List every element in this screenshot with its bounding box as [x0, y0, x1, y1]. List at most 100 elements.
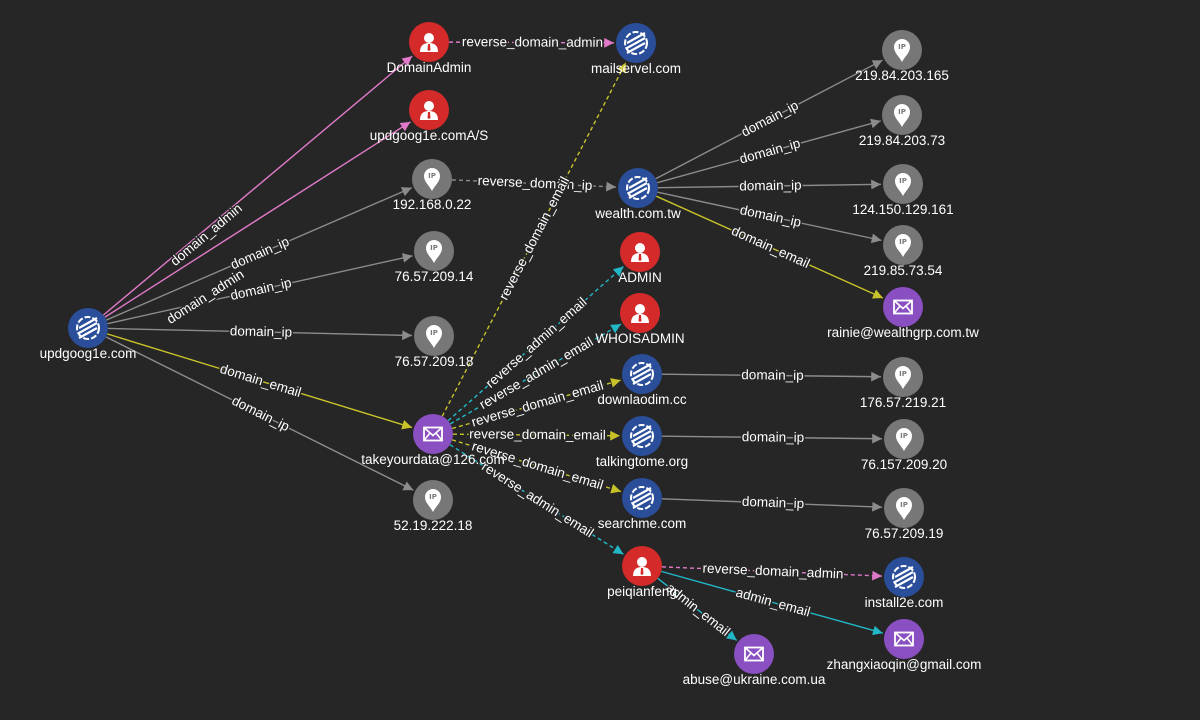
edge-domain-email[interactable]: [106, 333, 413, 430]
node-circle[interactable]: [413, 414, 453, 454]
edge-label: domain_ip: [739, 97, 801, 139]
node-ip[interactable]: IP 219.85.73.54: [864, 225, 943, 278]
edge-reverse-admin-email[interactable]: [449, 323, 622, 425]
envelope-icon: [894, 631, 914, 647]
node-label: updgoog1e.com: [40, 346, 137, 361]
envelope-icon: [744, 646, 764, 662]
node-label: zhangxiaoqin@gmail.com: [827, 657, 982, 672]
edge-label: reverse_domain_ip: [477, 173, 592, 193]
edge-label: domain_ip: [741, 367, 803, 383]
edge-domain-ip[interactable]: [106, 187, 413, 321]
node-domain[interactable]: mailservel.com: [591, 23, 681, 76]
node-person[interactable]: updgoog1e.comA/S: [370, 90, 489, 143]
edge-domain-ip[interactable]: [107, 253, 413, 325]
edge-reverse-domain-ip[interactable]: [451, 179, 617, 192]
node-person[interactable]: DomainAdmin: [387, 22, 472, 75]
node-domain[interactable]: talkingtome.org: [596, 416, 688, 469]
node-domain[interactable]: wealth.com.tw: [594, 168, 681, 221]
edge-admin-email[interactable]: [657, 577, 738, 641]
node-email[interactable]: zhangxiaoqin@gmail.com: [827, 619, 982, 672]
node-label: install2e.com: [865, 595, 944, 610]
edge-label: reverse_domain_admin: [462, 34, 603, 50]
edge-domain-ip[interactable]: [657, 118, 881, 184]
globe-icon: [892, 565, 916, 589]
edge-reverse-domain-admin[interactable]: [661, 566, 883, 581]
node-email[interactable]: abuse@ukraine.com.ua: [683, 634, 826, 687]
edge-reverse-domain-email[interactable]: [441, 62, 627, 417]
edge-domain-ip[interactable]: [661, 498, 883, 512]
edge-reverse-admin-email[interactable]: [449, 444, 624, 555]
node-circle[interactable]: [734, 634, 774, 674]
svg-text:IP: IP: [899, 370, 907, 378]
node-person[interactable]: peiqianfeng: [607, 546, 677, 599]
location-pin-icon: IP: [426, 325, 442, 348]
location-pin-icon: IP: [896, 428, 912, 451]
node-domain[interactable]: updgoog1e.com: [40, 308, 137, 361]
node-email[interactable]: takeyourdata@126.com: [361, 414, 505, 467]
location-pin-icon: IP: [424, 168, 440, 191]
edge-domain-email[interactable]: [655, 195, 884, 299]
location-pin-icon: IP: [896, 497, 912, 520]
node-email[interactable]: rainie@wealthgrp.com.tw: [827, 287, 979, 340]
node-label: 219.85.73.54: [864, 263, 943, 278]
globe-icon: [630, 362, 654, 386]
edge-domain-ip[interactable]: [661, 371, 882, 382]
edge-reverse-domain-email[interactable]: [451, 439, 622, 494]
node-ip[interactable]: IP 76.57.209.18: [395, 316, 474, 369]
edge-label: domain_ip: [230, 393, 292, 434]
edge-domain-admin[interactable]: [102, 55, 413, 316]
node-person[interactable]: ADMIN: [618, 232, 662, 285]
edge-label: domain_email: [729, 223, 812, 271]
user-icon: [420, 101, 438, 120]
svg-text:IP: IP: [900, 501, 908, 509]
edge-admin-email[interactable]: [661, 570, 883, 636]
node-domain[interactable]: downlaodim.cc: [597, 354, 687, 407]
node-label: ADMIN: [618, 270, 662, 285]
location-pin-icon: IP: [895, 173, 911, 196]
node-ip[interactable]: IP 176.57.219.21: [860, 357, 946, 410]
edge-domain-ip[interactable]: [657, 191, 882, 244]
node-domain[interactable]: install2e.com: [865, 557, 944, 610]
nodes-layer: updgoog1e.com DomainAdmin updgoog1e.comA/S…: [40, 22, 982, 687]
edge-reverse-admin-email[interactable]: [447, 266, 624, 422]
edge-domain-ip[interactable]: [107, 327, 413, 341]
node-label: 76.57.209.18: [395, 354, 474, 369]
envelope-icon: [893, 299, 913, 315]
node-ip[interactable]: IP 192.168.0.22: [393, 159, 472, 212]
edge-label: domain_ip: [739, 178, 802, 194]
location-pin-icon: IP: [426, 240, 442, 263]
svg-text:IP: IP: [430, 244, 438, 252]
node-label: 192.168.0.22: [393, 197, 472, 212]
user-icon: [420, 33, 438, 52]
node-label: mailservel.com: [591, 61, 681, 76]
svg-text:IP: IP: [428, 172, 436, 180]
envelope-icon: [423, 426, 443, 442]
node-label: wealth.com.tw: [594, 206, 681, 221]
edge-label: domain_ip: [738, 135, 802, 166]
edge-domain-ip[interactable]: [661, 433, 883, 444]
edge-domain-ip[interactable]: [657, 179, 882, 190]
node-label: updgoog1e.comA/S: [370, 128, 489, 143]
node-domain[interactable]: searchme.com: [598, 478, 687, 531]
node-person[interactable]: WHOISADMIN: [595, 293, 685, 346]
edge-label: reverse_domain_admin: [702, 561, 844, 582]
node-label: 176.57.219.21: [860, 395, 946, 410]
globe-icon: [626, 176, 650, 200]
node-circle[interactable]: [883, 287, 923, 327]
node-circle[interactable]: [884, 619, 924, 659]
edge-domain-admin[interactable]: [104, 121, 411, 318]
svg-text:IP: IP: [900, 432, 908, 440]
edge-reverse-domain-email[interactable]: [452, 378, 622, 430]
edge-domain-ip[interactable]: [655, 59, 883, 180]
location-pin-icon: IP: [895, 234, 911, 257]
edge-domain-ip[interactable]: [105, 336, 414, 491]
globe-icon: [630, 486, 654, 510]
